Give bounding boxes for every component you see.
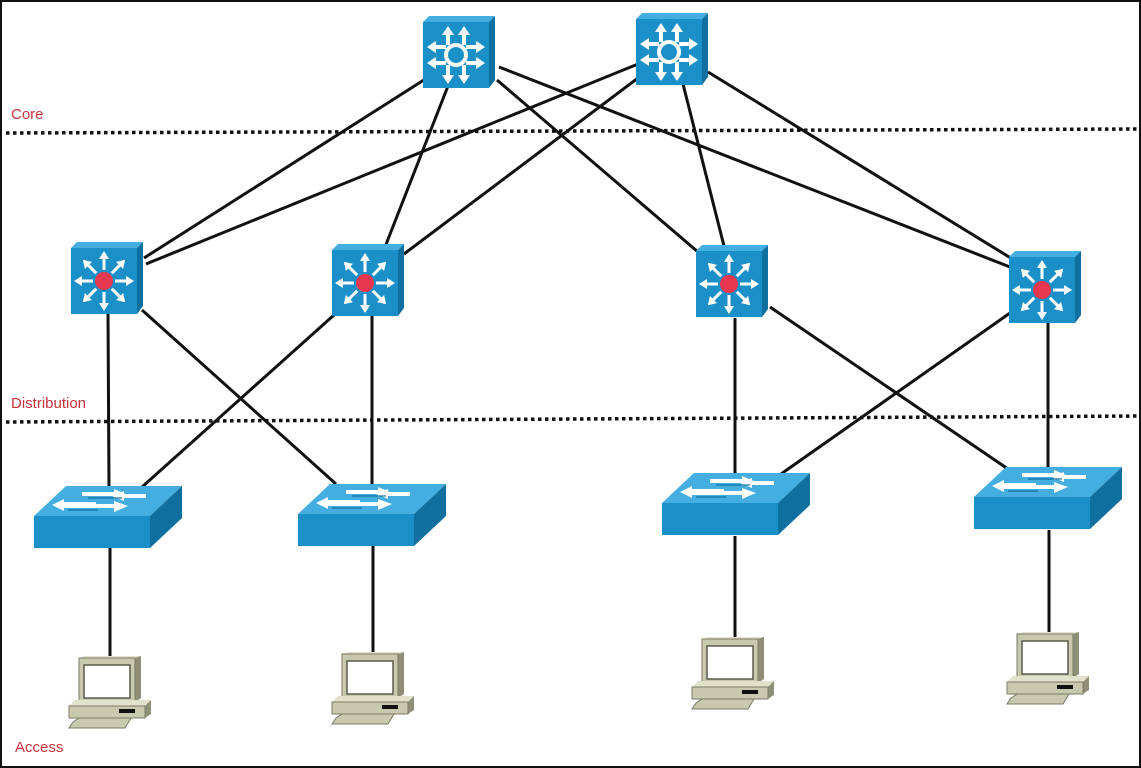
access-switch-icon-acc2 bbox=[298, 484, 446, 546]
link-core2-dist3 bbox=[681, 83, 726, 247]
distribution-boundary-dotted-line bbox=[5, 414, 1139, 424]
link-core2-dist2 bbox=[403, 76, 639, 256]
link-core1-dist1 bbox=[143, 76, 428, 260]
access-layer-label: Access bbox=[15, 739, 64, 756]
core-switch-icon-core2 bbox=[634, 11, 710, 87]
pc-icon-pc1 bbox=[68, 655, 152, 729]
distribution-layer-label: Distribution bbox=[11, 395, 87, 412]
pc-icon-pc4 bbox=[1006, 631, 1090, 705]
access-switch-icon-acc1 bbox=[34, 486, 182, 548]
link-core2-dist1 bbox=[145, 62, 639, 266]
link-dist2-acc1 bbox=[140, 313, 336, 489]
pc-icon-pc2 bbox=[331, 651, 415, 725]
links bbox=[106, 62, 1051, 657]
access-switch-icon-acc3 bbox=[662, 473, 810, 535]
link-dist1-acc2 bbox=[140, 308, 338, 486]
devices bbox=[34, 11, 1122, 729]
distribution-switch-icon-dist3 bbox=[694, 243, 770, 319]
core-layer-label: Core bbox=[11, 106, 44, 123]
core-switch-icon-core1 bbox=[421, 14, 497, 90]
link-dist1-acc1 bbox=[106, 313, 111, 488]
link-core1-dist2 bbox=[383, 85, 450, 248]
link-core2-dist4 bbox=[707, 70, 1015, 262]
core-boundary-dotted-line bbox=[5, 127, 1139, 135]
distribution-switch-icon-dist2 bbox=[330, 242, 406, 318]
distribution-switch-icon-dist4 bbox=[1007, 249, 1083, 325]
pc-icon-pc3 bbox=[691, 636, 775, 710]
link-dist3-acc4 bbox=[769, 305, 1009, 471]
link-dist4-acc3 bbox=[780, 311, 1011, 476]
distribution-switch-icon-dist1 bbox=[69, 240, 145, 316]
access-switch-icon-acc4 bbox=[974, 467, 1122, 529]
link-core1-dist4 bbox=[498, 65, 1011, 269]
